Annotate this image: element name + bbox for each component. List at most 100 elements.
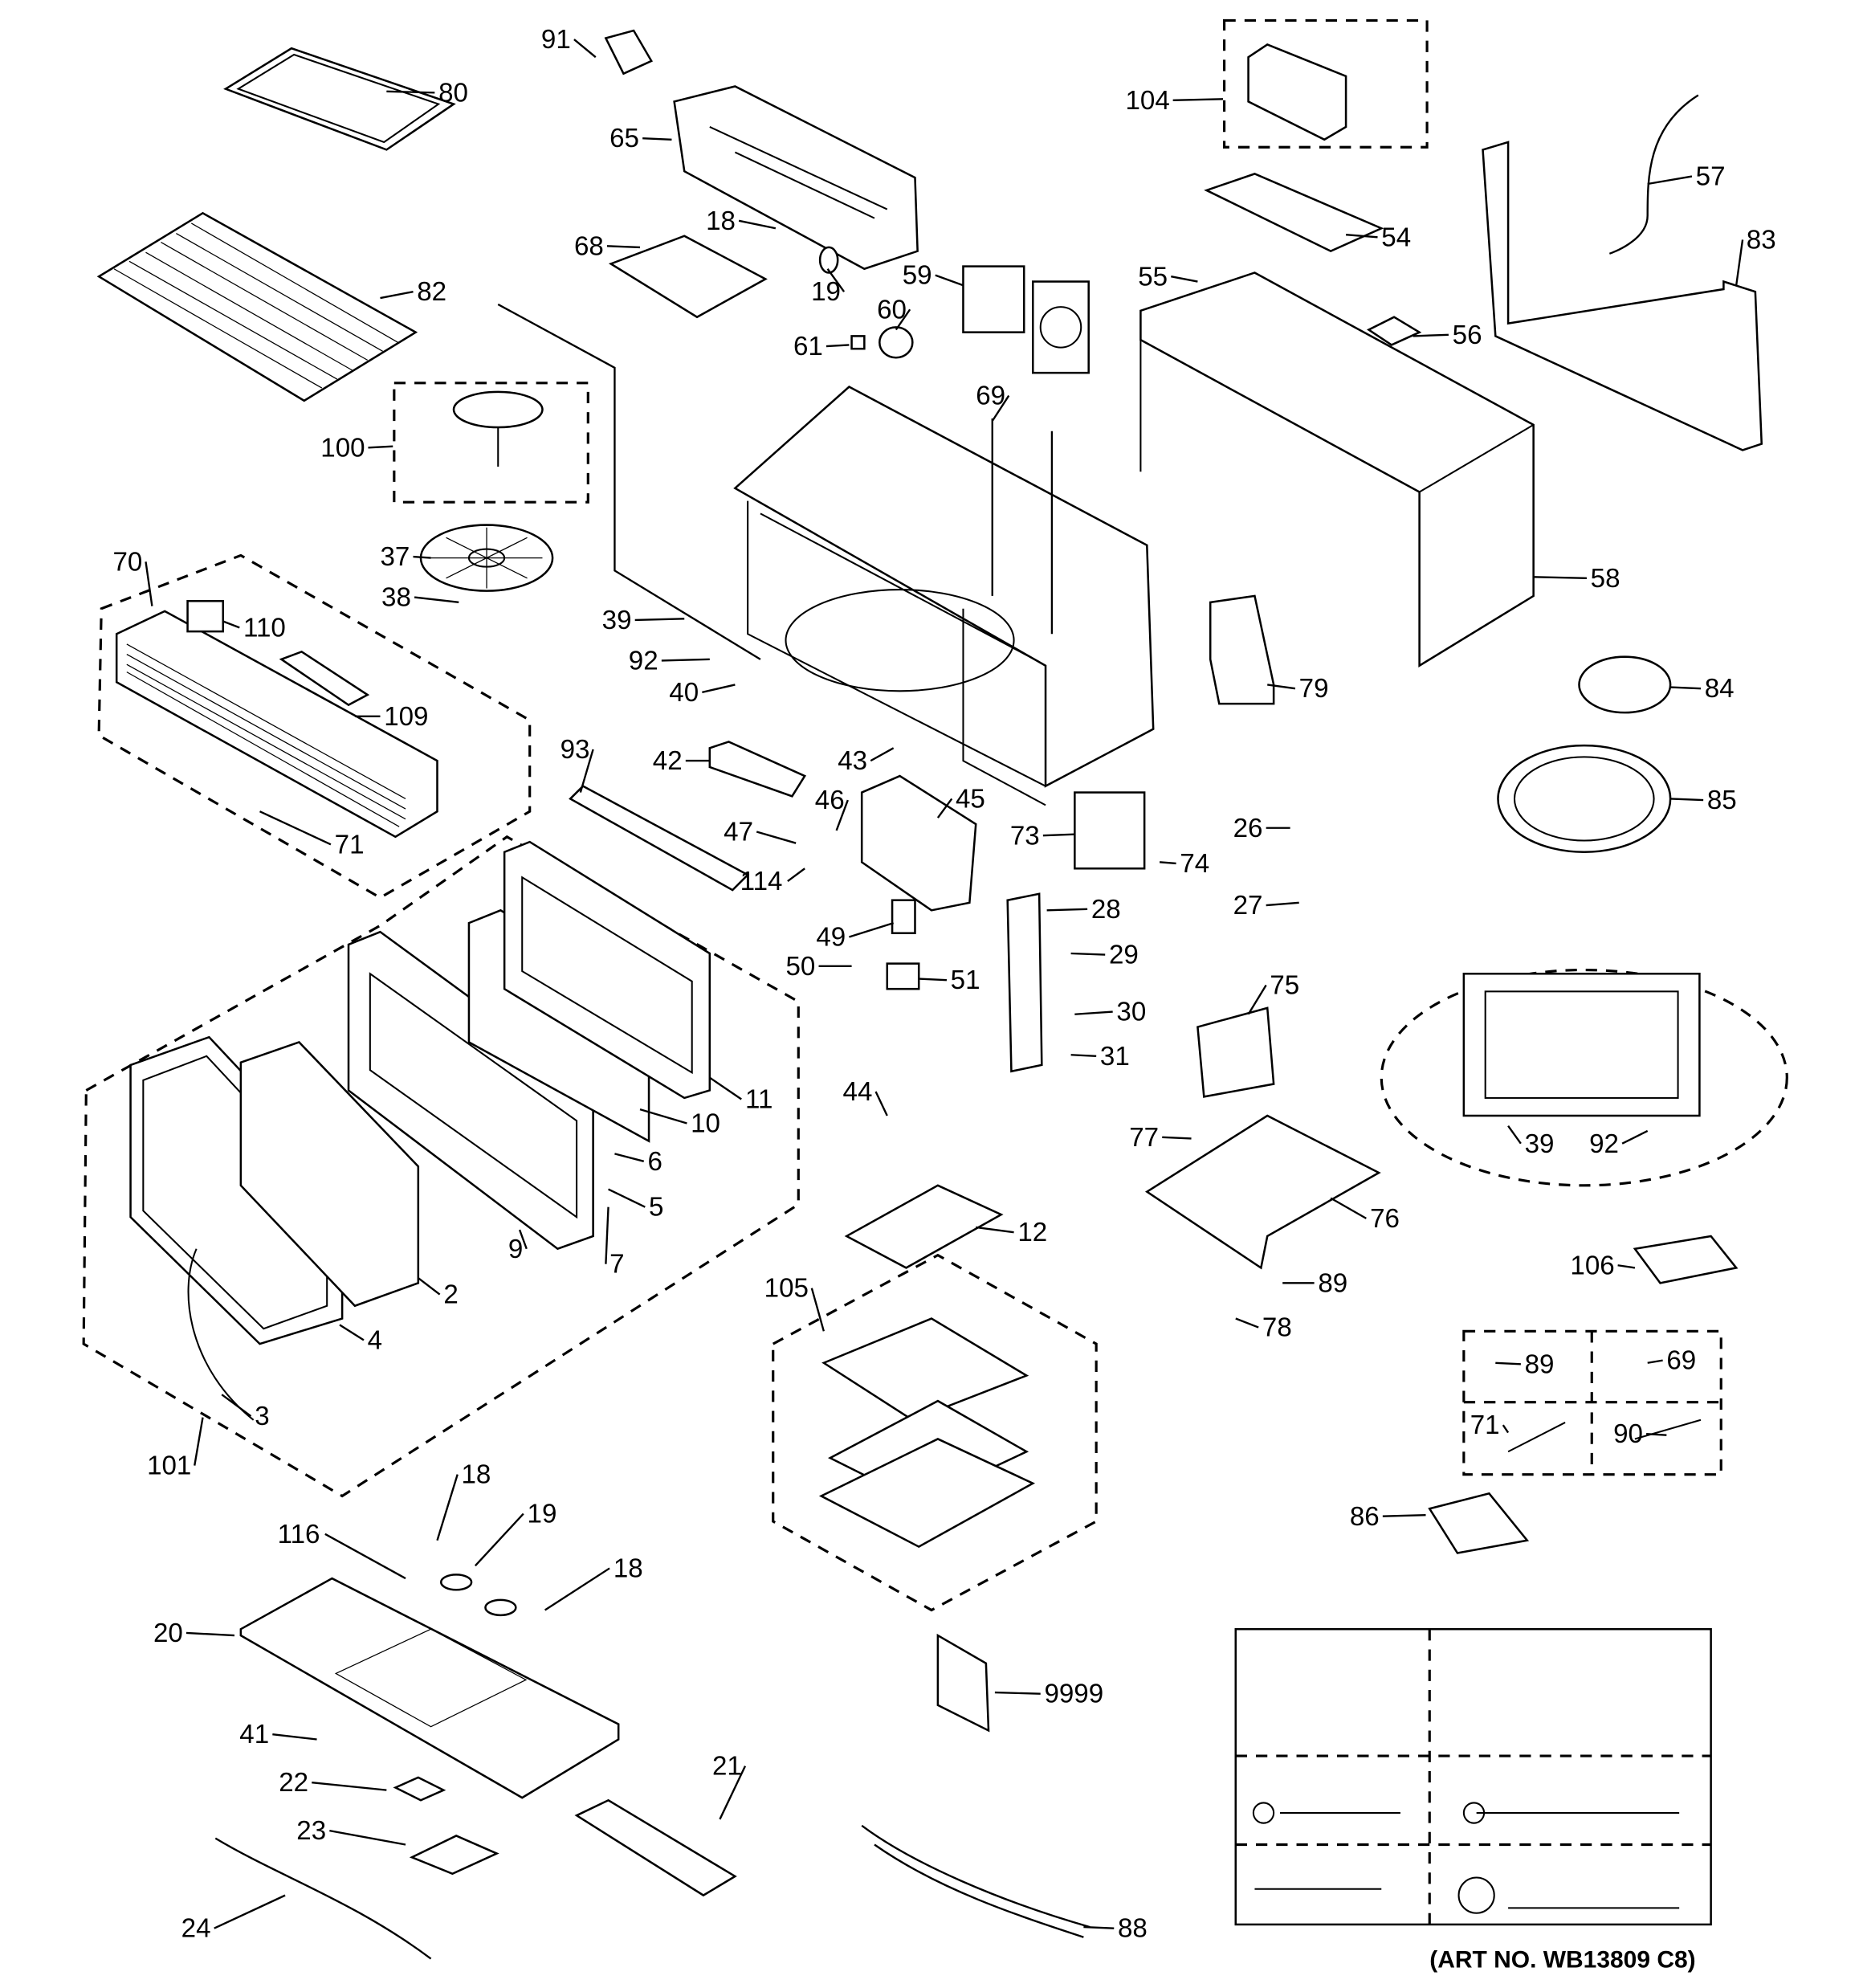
- callout-70: 70: [112, 547, 142, 577]
- callout-20: 20: [153, 1619, 183, 1648]
- leader-line: [874, 1091, 888, 1116]
- callout-57: 57: [1696, 162, 1726, 192]
- leader-line: [1670, 798, 1704, 802]
- callout-110: 110: [243, 613, 286, 643]
- leader-line: [380, 290, 414, 300]
- leader-line: [1330, 1197, 1367, 1219]
- leader-line: [1083, 1925, 1115, 1929]
- callout-79: 79: [1299, 674, 1329, 704]
- callout-85: 85: [1707, 786, 1737, 815]
- leader-line: [185, 1631, 235, 1637]
- callout-93: 93: [561, 735, 590, 765]
- part-outer-case-58: [1139, 271, 1535, 667]
- leader-line: [936, 798, 953, 818]
- leader-line: [573, 39, 597, 59]
- leader-line: [826, 268, 846, 292]
- leader-line: [1735, 239, 1744, 286]
- leader-line: [639, 1108, 687, 1125]
- callout-18: 18: [614, 1553, 643, 1583]
- callout-82: 82: [417, 277, 446, 307]
- callout-46: 46: [815, 786, 845, 815]
- leader-line: [1159, 861, 1176, 865]
- callout-58: 58: [1591, 564, 1620, 594]
- leader-line: [1074, 1010, 1113, 1015]
- callout-30: 30: [1116, 998, 1146, 1027]
- callout-86: 86: [1350, 1502, 1380, 1532]
- callout-55: 55: [1138, 262, 1168, 292]
- callout-83: 83: [1747, 226, 1776, 255]
- part-mounting-plate-83: [1482, 141, 1763, 451]
- leader-line: [221, 1394, 252, 1418]
- callout-18: 18: [706, 206, 736, 236]
- callout-45: 45: [956, 785, 985, 814]
- callout-40: 40: [669, 678, 699, 708]
- callout-21: 21: [712, 1752, 742, 1782]
- leader-line: [1617, 1264, 1636, 1269]
- leader-line: [709, 1076, 742, 1100]
- callout-19: 19: [528, 1500, 557, 1529]
- part-grille-82: [96, 211, 418, 402]
- leader-line: [991, 394, 1010, 422]
- part-literature-9999: [936, 1633, 990, 1733]
- leader-line: [1507, 1125, 1522, 1145]
- callout-104: 104: [1125, 86, 1169, 116]
- leader-line: [1162, 1136, 1192, 1140]
- part-base-76: [1144, 1114, 1381, 1270]
- callout-10: 10: [691, 1109, 720, 1139]
- callout-74: 74: [1180, 849, 1209, 879]
- callout-106: 106: [1570, 1251, 1614, 1280]
- callout-43: 43: [838, 746, 867, 776]
- leader-line: [1495, 1361, 1521, 1365]
- leader-line: [738, 219, 777, 230]
- callout-71: 71: [335, 830, 365, 859]
- leader-line: [1070, 952, 1106, 956]
- leader-line: [194, 1417, 204, 1466]
- leader-line: [544, 1567, 610, 1611]
- leader-line: [436, 1474, 459, 1541]
- callout-7: 7: [609, 1250, 624, 1280]
- leader-line: [994, 1691, 1041, 1695]
- leader-line: [1247, 984, 1267, 1015]
- leader-line: [418, 1277, 441, 1296]
- callout-39: 39: [1525, 1129, 1555, 1159]
- callout-26: 26: [1233, 814, 1263, 843]
- callout-84: 84: [1705, 674, 1735, 704]
- leader-line: [518, 1229, 528, 1250]
- leader-line: [579, 749, 594, 793]
- callout-28: 28: [1091, 895, 1121, 925]
- leader-line: [1042, 833, 1075, 837]
- leader-line: [1621, 1129, 1649, 1145]
- leader-line: [1646, 1432, 1667, 1436]
- kit-box-105: [772, 1253, 1098, 1612]
- art-number: (ART NO. WB13809 C8): [1429, 1947, 1695, 1974]
- callout-38: 38: [381, 583, 411, 613]
- part-housing-65: [673, 85, 919, 271]
- part-vent-91: [604, 29, 654, 76]
- leader-line: [386, 90, 435, 94]
- leader-line: [1235, 1317, 1259, 1329]
- callout-18: 18: [461, 1460, 491, 1490]
- leader-line: [895, 308, 911, 331]
- callout-116: 116: [278, 1520, 320, 1549]
- leader-line: [606, 245, 641, 249]
- callout-89: 89: [1318, 1268, 1347, 1298]
- leader-line: [339, 1324, 365, 1341]
- leader-line: [661, 658, 710, 662]
- callout-75: 75: [1270, 971, 1299, 1001]
- leader-line: [1046, 908, 1088, 912]
- callout-54: 54: [1381, 222, 1411, 252]
- part-vent-panel-20: [239, 1577, 620, 1799]
- leader-line: [919, 978, 947, 982]
- leader-line: [1502, 1424, 1510, 1434]
- leader-line: [787, 867, 805, 882]
- callout-27: 27: [1233, 891, 1263, 921]
- callout-11: 11: [745, 1085, 773, 1115]
- leader-line: [1533, 576, 1587, 580]
- callout-6: 6: [647, 1147, 662, 1177]
- part-magnetron-73: [1074, 791, 1146, 870]
- callout-39: 39: [602, 606, 632, 635]
- leader-line: [474, 1512, 524, 1567]
- callout-80: 80: [438, 78, 468, 108]
- callout-22: 22: [279, 1768, 308, 1798]
